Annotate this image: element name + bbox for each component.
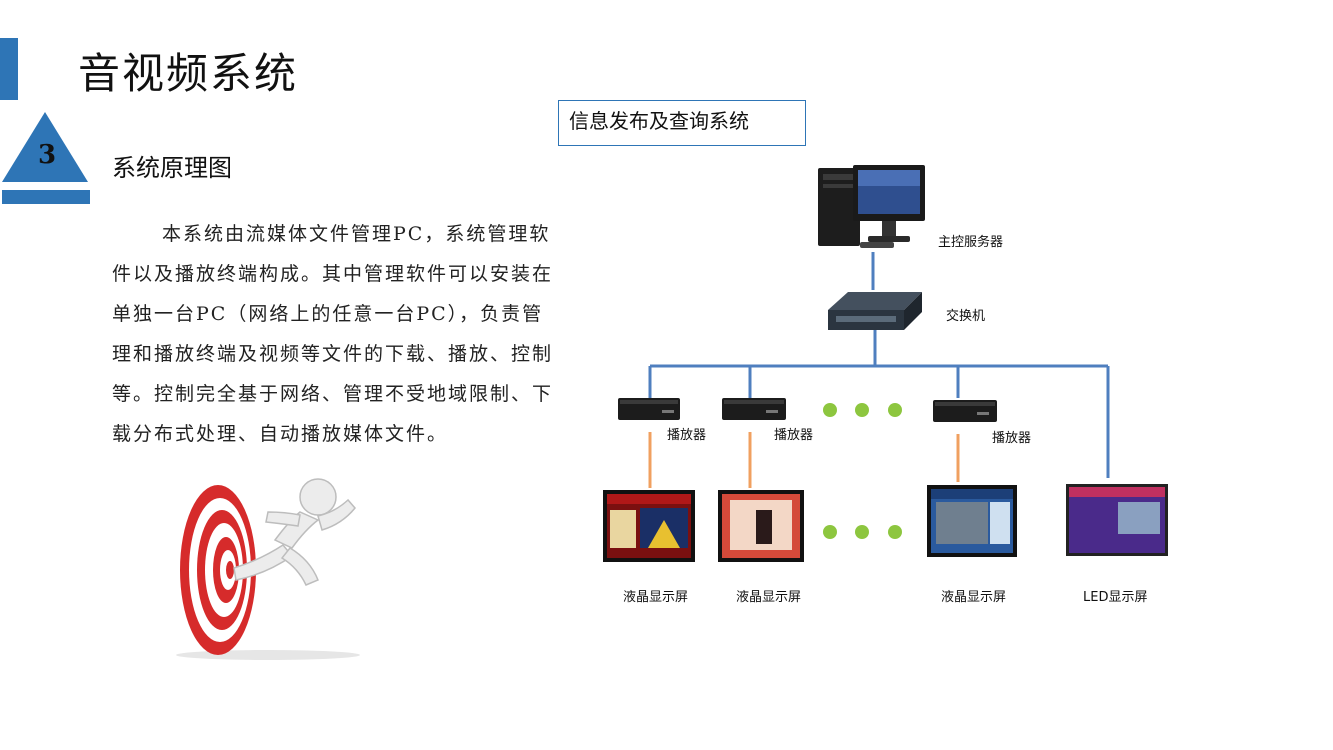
display-1-icon (603, 490, 695, 562)
display-4-led-icon (1066, 484, 1168, 556)
player-label-2: 播放器 (774, 428, 814, 443)
display-3-icon (927, 485, 1017, 557)
description-paragraph: 本系统由流媒体文件管理PC，系统管理软件以及播放终端构成。其中管理软件可以安装在… (112, 223, 554, 445)
player-2-icon (722, 398, 786, 420)
player-display-links (648, 432, 960, 488)
figure-kicking-icon (233, 478, 356, 586)
network-switch-icon (828, 292, 922, 330)
server-computer-icon (818, 165, 925, 248)
diagram-title-box: 信息发布及查询系统 (558, 100, 806, 146)
display-label-4: LED显示屏 (1083, 590, 1148, 605)
target-icon (180, 485, 256, 655)
switch-label: 交换机 (946, 309, 986, 324)
server-label: 主控服务器 (938, 235, 1004, 250)
display-2-icon (718, 490, 804, 562)
player-3-icon (933, 400, 997, 422)
player-1-icon (618, 398, 680, 420)
network-lines (648, 252, 1110, 478)
ellipsis-dots-lower (823, 525, 902, 539)
section-title: 系统原理图 (112, 154, 232, 182)
player-label-1: 播放器 (667, 428, 707, 443)
player-label-3: 播放器 (992, 431, 1032, 446)
display-label-1: 液晶显示屏 (623, 590, 689, 605)
section-number: 3 (38, 140, 57, 170)
display-label-3: 液晶显示屏 (941, 590, 1007, 605)
page-title: 音视频系统 (78, 49, 299, 98)
display-label-2: 液晶显示屏 (736, 590, 802, 605)
ellipsis-dots-upper (823, 403, 902, 417)
title-accent-bar (0, 38, 18, 100)
section-underline (2, 190, 90, 204)
